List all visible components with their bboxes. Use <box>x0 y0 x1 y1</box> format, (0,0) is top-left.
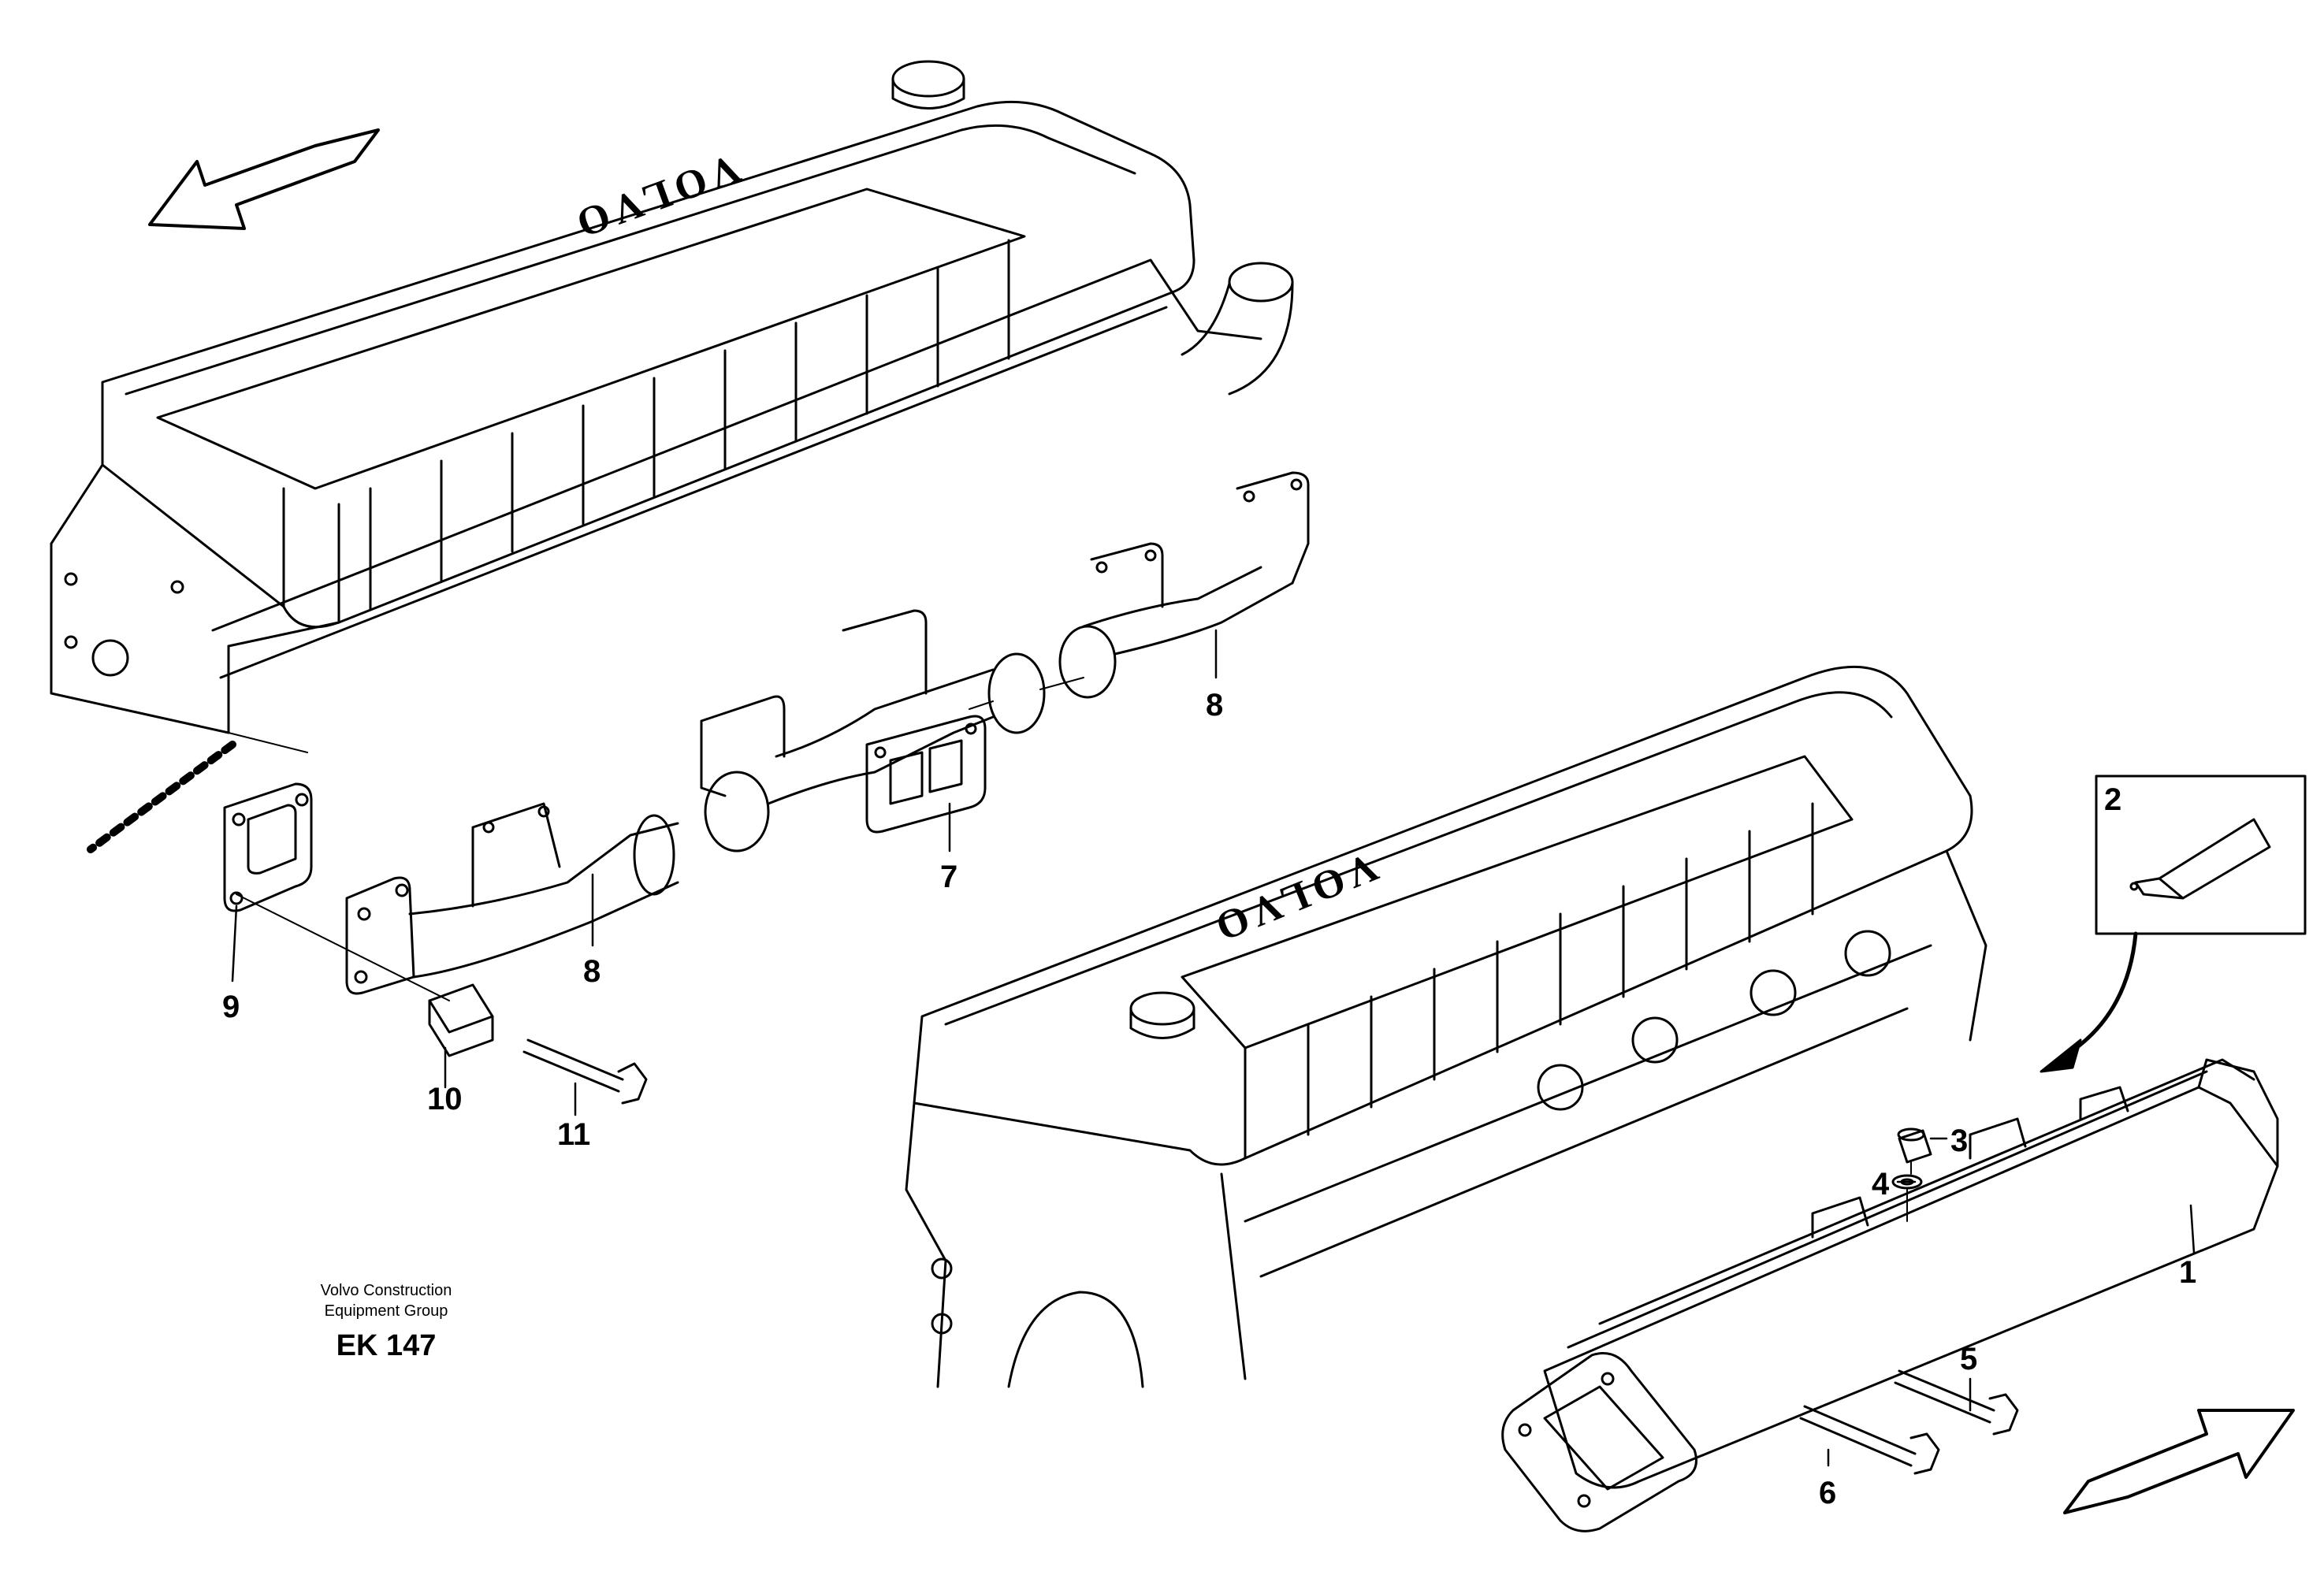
sealant-tube-callout-box <box>2095 774 2307 935</box>
callout-10: 10 <box>427 1082 463 1116</box>
callout-8-right: 8 <box>1206 688 1224 722</box>
caption-line-2: Equipment Group <box>324 1302 448 1320</box>
callout-5: 5 <box>1960 1342 1978 1376</box>
manifold-section-8-left <box>345 802 679 995</box>
callout-11: 11 <box>557 1117 591 1152</box>
callout-2: 2 <box>2104 782 2122 817</box>
direction-arrow-left-icon <box>148 128 380 230</box>
bolt-6 <box>1799 1405 1940 1475</box>
callout-leaders <box>231 629 2196 1467</box>
callout-3: 3 <box>1950 1124 1969 1158</box>
upper-cylinder-head <box>50 60 1294 734</box>
spacer-10 <box>428 983 494 1057</box>
caption-line-1: Volvo Construction <box>320 1282 452 1299</box>
callout-8-left: 8 <box>583 954 601 989</box>
exhaust-manifold-1 <box>1501 1058 2279 1532</box>
callout-1: 1 <box>2179 1255 2197 1290</box>
figure-code: EK 147 <box>336 1329 437 1362</box>
plug-3 <box>1897 1127 1932 1164</box>
alignment-dashed-line <box>87 741 236 853</box>
callout-7: 7 <box>940 860 958 894</box>
bolt-11 <box>522 1038 648 1105</box>
gasket-9 <box>223 782 313 912</box>
direction-arrow-right-icon <box>2063 1409 2295 1514</box>
manifold-section-8-right <box>1058 471 1310 699</box>
lower-cylinder-head <box>905 665 1987 1388</box>
curved-arrow-icon <box>2040 931 2138 1073</box>
bolt-5 <box>1894 1369 2019 1436</box>
publisher-caption: Volvo Construction Equipment Group EK 14… <box>284 1280 489 1363</box>
callout-6: 6 <box>1819 1476 1837 1510</box>
callout-4: 4 <box>1872 1167 1890 1202</box>
manifold-section-7 <box>700 609 1046 853</box>
callout-9: 9 <box>222 990 240 1024</box>
